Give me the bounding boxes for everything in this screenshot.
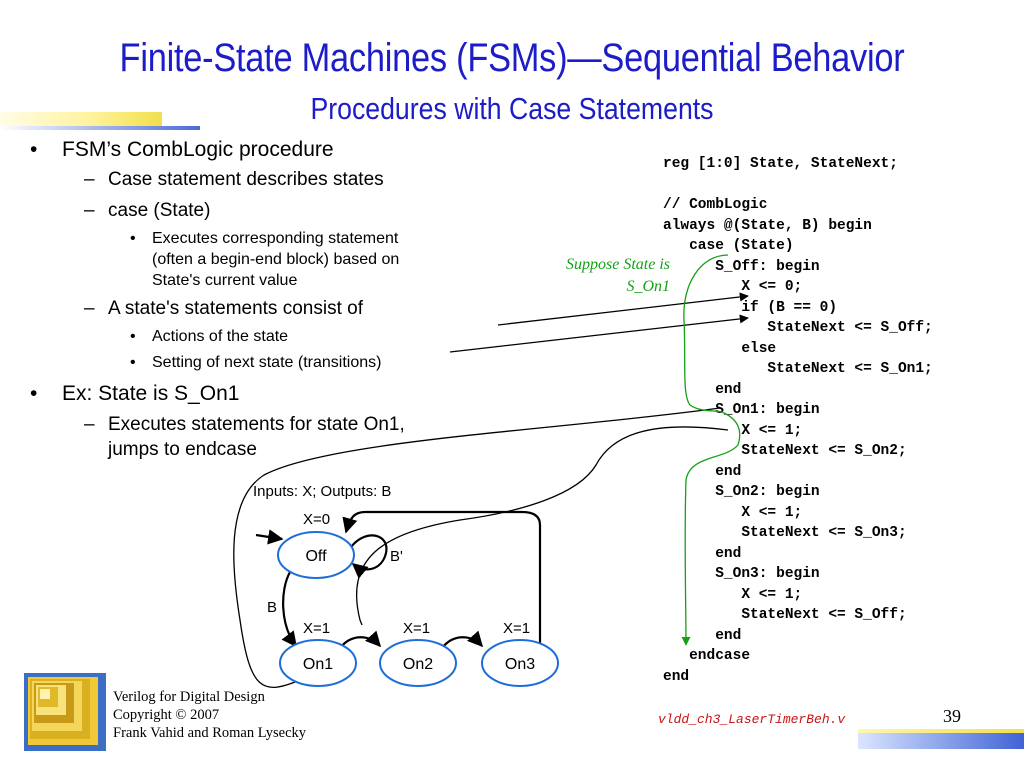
io-label: Inputs: X; Outputs: B: [253, 483, 391, 500]
output-label-off: X=0: [303, 511, 330, 528]
footer-authors: Frank Vahid and Roman Lysecky: [113, 725, 307, 741]
state-label-on3: On3: [505, 656, 535, 673]
title-accent-line: [0, 126, 200, 130]
sub-bullet-jumps-endcase: jumps to endcase: [108, 439, 257, 460]
verilog-code-block: reg [1:0] State, StateNext; // CombLogic…: [663, 156, 933, 685]
slide-footer: Verilog for Digital Design Copyright © 2…: [113, 688, 306, 742]
output-label-on2: X=1: [403, 620, 430, 637]
slide-title: Finite-State Machines (FSMs)—Sequential …: [119, 36, 905, 80]
annotation-line2: S_On1: [626, 278, 670, 295]
state-on2: On2: [379, 639, 457, 687]
dash-marker: –: [84, 298, 95, 319]
transition-off-to-on1: [281, 571, 297, 648]
state-label-off: Off: [305, 548, 327, 565]
edge-label-b: B: [267, 599, 277, 616]
bullet-comblogic: FSM’s CombLogic procedure: [62, 138, 334, 161]
state-on1: On1: [279, 639, 357, 687]
dash-marker: –: [84, 414, 95, 435]
title-accent-bar: [0, 112, 162, 126]
pointer-arrow-actions: [497, 292, 749, 326]
transition-self-loop-off: [350, 534, 388, 579]
footer-copyright: Copyright © 2007: [113, 707, 220, 723]
bullet-marker: •: [30, 382, 38, 405]
execution-flow-path: [681, 254, 741, 646]
bullet-marker: •: [130, 328, 136, 345]
slide-subtitle: Procedures with Case Statements: [310, 91, 714, 126]
state-off: Off: [277, 531, 355, 579]
pointer-arrow-code-to-on2: [355, 426, 729, 626]
output-label-on3: X=1: [503, 620, 530, 637]
bullet-marker: •: [130, 230, 136, 247]
output-label-on1: X=1: [303, 620, 330, 637]
sub-bullet-statements-consist: A state's statements consist of: [108, 298, 363, 319]
bullet-marker: •: [130, 354, 136, 371]
subsub-bullet-setting-next: Setting of next state (transitions): [152, 354, 382, 371]
subsub-bullet-executes-line2: (often a begin-end block) based on: [152, 251, 400, 268]
subsub-bullet-actions: Actions of the state: [152, 328, 289, 345]
dash-marker: –: [84, 200, 95, 221]
page-number: 39: [943, 706, 961, 726]
annotation-line1: Suppose State is: [566, 256, 670, 273]
publisher-logo-icon: [24, 673, 106, 751]
state-on3: On3: [481, 639, 559, 687]
dash-marker: –: [84, 169, 95, 190]
state-label-on2: On2: [403, 656, 433, 673]
state-label-on1: On1: [303, 656, 333, 673]
footer-accent-bar: [858, 733, 1024, 749]
transition-on3-to-off: [342, 510, 542, 648]
source-file-name: vldd_ch3_LaserTimerBeh.v: [658, 712, 846, 727]
edge-label-b-prime: B': [390, 548, 403, 565]
sub-bullet-executes-on1: Executes statements for state On1,: [108, 414, 405, 435]
bullet-example: Ex: State is S_On1: [62, 382, 240, 405]
bullet-marker: •: [30, 138, 38, 161]
subsub-bullet-executes-line3: State's current value: [152, 272, 298, 289]
footer-book-title: Verilog for Digital Design: [113, 689, 265, 705]
sub-bullet-case-describes: Case statement describes states: [108, 169, 384, 190]
subsub-bullet-executes-line1: Executes corresponding statement: [152, 230, 399, 247]
sub-bullet-case-state: case (State): [108, 200, 211, 221]
pointer-arrow-next-state: [449, 314, 749, 353]
initial-transition-arrow: [255, 529, 284, 545]
annotation-suppose-state: Suppose State is S_On1: [520, 254, 670, 298]
footer-accent-line: [858, 729, 1024, 733]
transition-on2-to-on3: [441, 630, 484, 649]
